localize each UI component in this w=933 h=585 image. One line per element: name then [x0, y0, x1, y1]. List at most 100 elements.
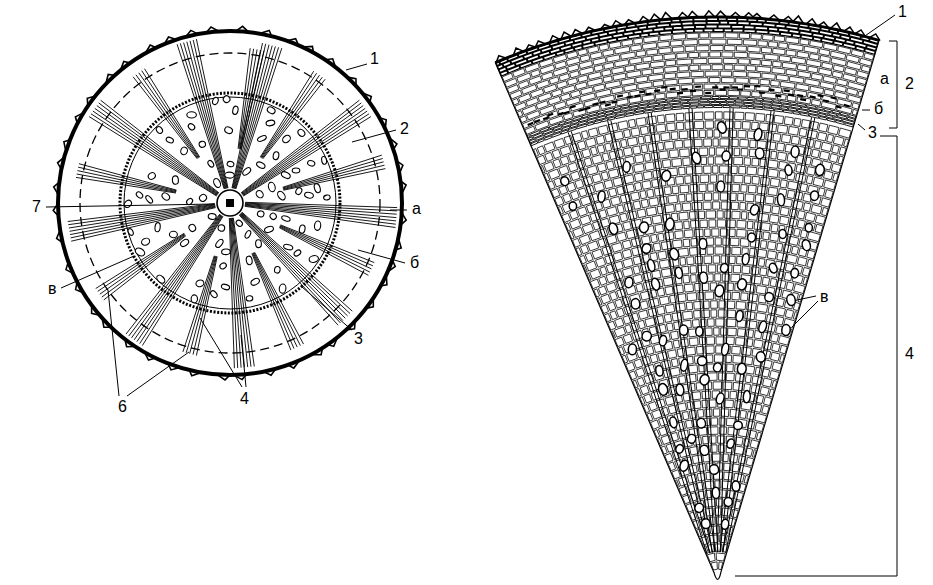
vessel	[669, 416, 678, 428]
vessel	[266, 106, 276, 115]
vessel	[155, 125, 164, 134]
leader-line	[390, 210, 407, 211]
vessel	[712, 362, 722, 373]
vessel	[187, 112, 197, 118]
vessel	[699, 444, 710, 456]
callout-label: а	[410, 200, 423, 218]
vessel	[172, 176, 179, 185]
bracket	[735, 136, 897, 576]
sector-outline	[495, 17, 879, 579]
vessel	[266, 120, 276, 127]
leader-lines	[46, 15, 895, 396]
vessel	[155, 274, 166, 285]
vessel	[694, 502, 705, 513]
leader-line	[200, 318, 242, 387]
vessel	[307, 160, 316, 167]
vessel	[717, 181, 725, 193]
callout-label: в	[46, 280, 59, 298]
leader-line	[797, 296, 816, 300]
vessel	[246, 295, 253, 301]
vessel	[691, 151, 702, 165]
vessel	[709, 464, 720, 475]
vessel	[786, 294, 796, 306]
vessel	[686, 433, 696, 444]
medullary-rays	[68, 39, 398, 368]
vessel	[214, 238, 224, 249]
vessel	[281, 215, 291, 222]
cambium-ring	[120, 93, 340, 313]
vessel	[198, 193, 208, 203]
vessel	[257, 135, 267, 143]
leader-line	[241, 335, 246, 387]
vessel	[736, 278, 748, 291]
vessel	[169, 231, 177, 238]
vessel	[313, 183, 321, 193]
vessel	[661, 169, 672, 182]
leader-line	[862, 15, 895, 38]
vessel	[246, 256, 253, 266]
vessel	[276, 190, 287, 201]
vessels	[123, 95, 331, 303]
vessel	[716, 121, 728, 135]
vessel	[292, 168, 300, 173]
vessel	[608, 222, 619, 236]
vessel	[273, 151, 280, 160]
vessel	[299, 225, 306, 234]
vessel	[734, 421, 743, 430]
periderm-ring	[58, 31, 402, 375]
vessel	[721, 519, 730, 530]
vessel	[805, 223, 813, 232]
vessel	[674, 267, 683, 279]
vessel	[227, 161, 235, 167]
vessel	[267, 181, 276, 192]
phloem-streaks	[528, 86, 850, 125]
vessel	[768, 262, 778, 274]
primary-ray	[126, 214, 223, 345]
vessel	[187, 123, 196, 132]
vessel	[624, 277, 633, 288]
vessel	[631, 298, 641, 309]
vessel	[280, 170, 291, 179]
vessel	[697, 356, 707, 366]
vessel	[696, 417, 707, 429]
callout-label: 3	[352, 330, 365, 348]
vessel	[308, 255, 319, 264]
vessel	[764, 292, 774, 302]
vessel	[628, 344, 637, 355]
xylem-cells	[534, 112, 852, 570]
vessel	[256, 161, 266, 170]
vessel	[283, 243, 293, 250]
vessel	[274, 266, 281, 273]
vessel	[281, 134, 292, 144]
vessel	[212, 177, 222, 188]
vessel	[219, 262, 228, 270]
periderm-scales	[496, 11, 880, 63]
vessel	[721, 343, 730, 357]
callout-label: 4	[903, 345, 916, 363]
bark-boundary	[80, 53, 380, 353]
vessel	[264, 225, 275, 233]
vessel	[720, 263, 730, 274]
primary-xylem	[226, 199, 234, 207]
primary-ray	[68, 204, 216, 242]
vessel	[569, 202, 577, 211]
leader-line	[858, 124, 865, 130]
periderm-cells	[496, 17, 879, 76]
vessel	[250, 277, 261, 286]
callout-label: а	[878, 70, 891, 88]
vessel	[145, 194, 154, 204]
leader-line	[302, 287, 353, 331]
vessels	[560, 121, 825, 530]
vessel	[801, 239, 812, 252]
vessel	[679, 325, 688, 336]
callout-label: 3	[866, 124, 879, 142]
vessel	[279, 284, 287, 294]
vessel	[641, 330, 653, 342]
vessel	[255, 240, 261, 248]
vessel	[221, 249, 230, 255]
vessel	[749, 204, 760, 216]
vessel	[679, 459, 690, 472]
callout-label: 6	[116, 398, 129, 416]
vessel	[255, 189, 265, 199]
vessel	[560, 176, 570, 187]
